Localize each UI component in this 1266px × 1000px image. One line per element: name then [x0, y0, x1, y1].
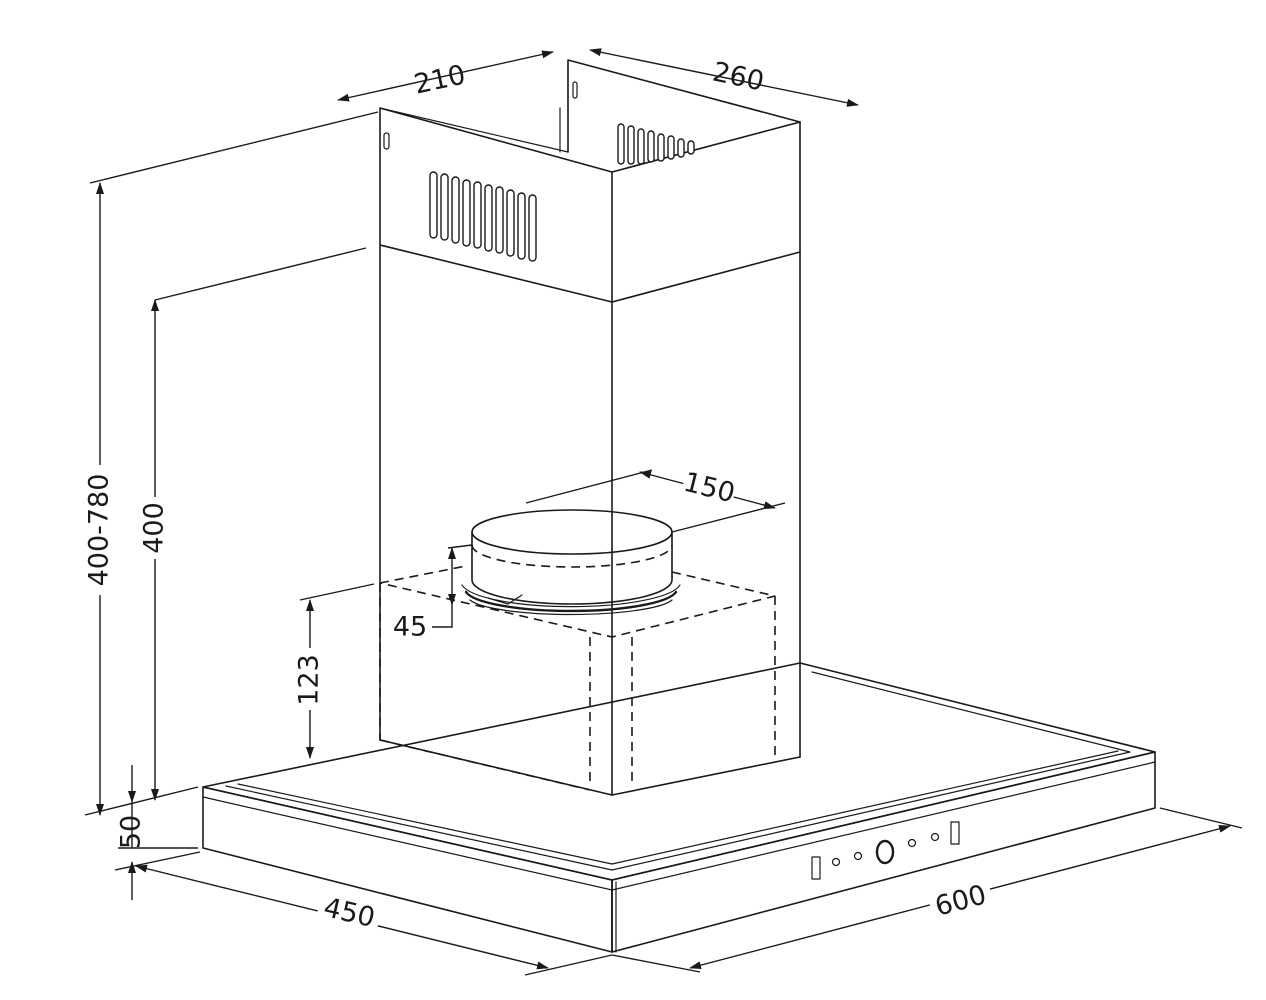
dim-canopy-height: 50: [116, 765, 198, 900]
dim-chimney-width: 260: [589, 48, 859, 107]
front-vents: [429, 171, 537, 262]
button-rect-left-icon: [811, 856, 821, 880]
dim-chimney-depth: 210: [89, 50, 554, 184]
dim-canopy-width: 600: [611, 807, 1243, 973]
outlet-collar: [461, 509, 681, 616]
label-total-height: 400-780: [84, 474, 115, 587]
dim-canopy-depth: 450: [114, 851, 613, 976]
dim-motor-height: 123: [294, 583, 375, 759]
label-outlet-diameter: 150: [680, 467, 738, 510]
chimney: [379, 59, 801, 796]
label-outlet-height: 45: [393, 612, 427, 643]
label-canopy-width: 600: [932, 879, 990, 922]
dim-total-height: 400-780: [84, 182, 199, 816]
label-canopy-depth: 450: [321, 892, 378, 934]
button-small-icon: [831, 857, 841, 867]
dim-outlet-diameter: 150: [525, 467, 786, 533]
dim-chimney-height: 400: [139, 247, 367, 801]
button-small-icon: [930, 832, 940, 842]
dim-outlet-height: 45: [393, 544, 473, 643]
motor-housing: [379, 565, 776, 791]
button-small-icon: [907, 838, 917, 848]
back-vents: [617, 123, 695, 165]
button-small-icon: [853, 851, 863, 861]
control-panel: [811, 821, 960, 880]
button-rect-right-icon: [950, 821, 960, 845]
label-motor-height: 123: [294, 654, 325, 706]
label-chimney-depth: 210: [411, 60, 468, 101]
label-chimney-width: 260: [710, 57, 767, 98]
label-canopy-height: 50: [116, 815, 147, 849]
label-chimney-height: 400: [139, 502, 170, 554]
knob-icon: [875, 839, 895, 865]
